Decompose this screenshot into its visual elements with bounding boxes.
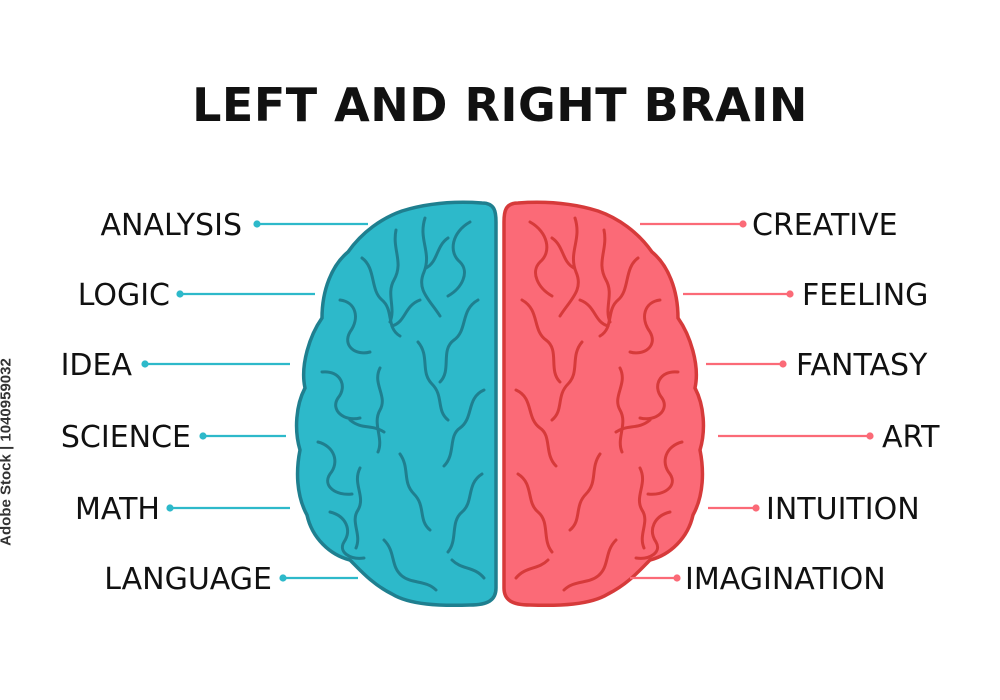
right-label-art: ART xyxy=(882,420,940,455)
stock-watermark-id: Adobe Stock | 1040959032 xyxy=(0,358,15,546)
left-hemisphere-shape xyxy=(294,200,498,608)
stock-separator: | xyxy=(0,446,15,450)
right-connector-dot xyxy=(673,574,681,582)
left-label-logic: LOGIC xyxy=(78,278,170,313)
right-connector-dot xyxy=(779,360,787,368)
right-hemisphere xyxy=(502,200,706,608)
right-label-creative: CREATIVE xyxy=(752,208,898,243)
left-connector-dot xyxy=(253,220,261,228)
stock-source: Adobe Stock xyxy=(0,454,15,546)
left-connector-dot xyxy=(141,360,149,368)
left-connector-dot xyxy=(279,574,287,582)
right-label-fantasy: FANTASY xyxy=(796,348,928,383)
diagram-title: LEFT AND RIGHT BRAIN xyxy=(192,78,808,132)
right-label-imagination: IMAGINATION xyxy=(685,562,886,597)
left-connector-dot xyxy=(176,290,184,298)
right-connector-dot xyxy=(786,290,794,298)
right-label-intuition: INTUITION xyxy=(766,492,920,527)
left-connector-dot xyxy=(166,504,174,512)
right-connector-dot xyxy=(866,432,874,440)
stock-number: 1040959032 xyxy=(0,358,15,442)
left-label-analysis: ANALYSIS xyxy=(101,208,242,243)
left-connector-dot xyxy=(199,432,207,440)
left-hemisphere xyxy=(294,200,498,608)
right-brain-folds xyxy=(514,216,684,592)
left-label-math: MATH xyxy=(75,492,160,527)
right-labels: CREATIVE FEELING FANTASY ART INTUITION IMAGIN… xyxy=(685,208,940,597)
left-label-science: SCIENCE xyxy=(61,420,191,455)
left-labels: ANALYSIS LOGIC IDEA SCIENCE MATH LANGUAGE xyxy=(61,208,272,597)
right-connector-dot xyxy=(752,504,760,512)
left-label-idea: IDEA xyxy=(61,348,133,383)
right-connectors xyxy=(630,220,874,582)
left-brain-folds xyxy=(316,216,486,592)
right-label-feeling: FEELING xyxy=(802,278,928,313)
right-connector-dot xyxy=(739,220,747,228)
right-hemisphere-shape xyxy=(502,200,706,608)
left-connectors xyxy=(141,220,368,582)
left-label-language: LANGUAGE xyxy=(104,562,272,597)
